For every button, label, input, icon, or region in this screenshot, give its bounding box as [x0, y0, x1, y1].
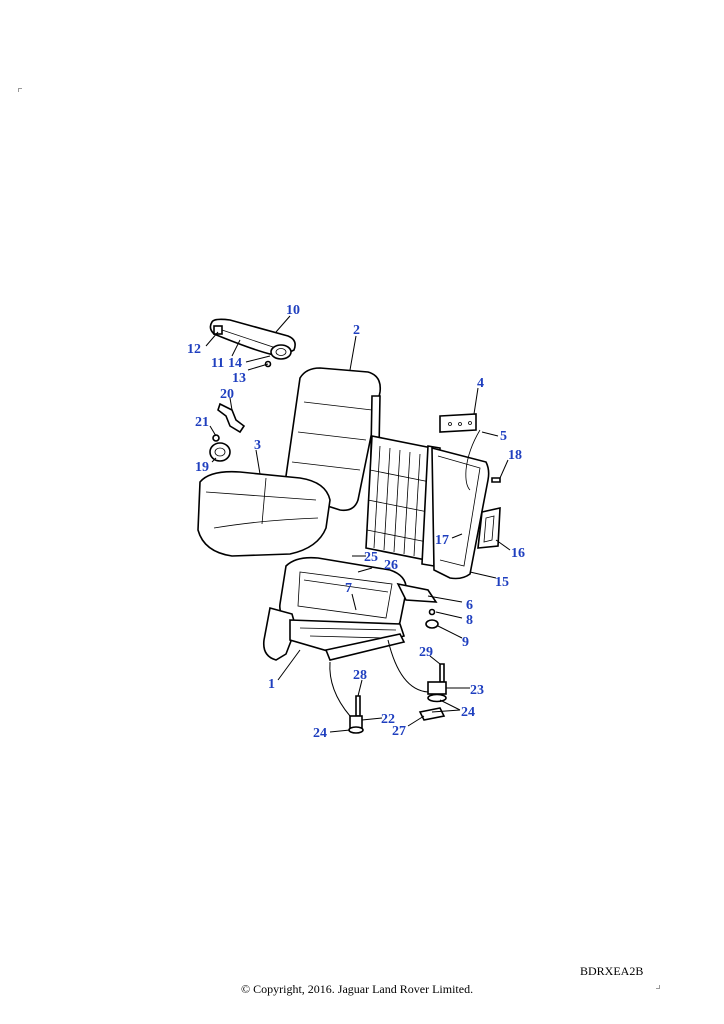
callout-21: 21	[195, 415, 209, 430]
callout-16: 16	[511, 546, 525, 561]
callout-labels: 10 2 12 11 14 13 20 4 21 3 5 19 18 17 16…	[187, 303, 525, 741]
callout-26: 26	[384, 558, 398, 573]
callout-3: 3	[254, 438, 261, 453]
seat-cushion-part	[197, 470, 331, 557]
rear-panel-part	[431, 446, 501, 580]
label-plate-part	[439, 413, 501, 491]
back-frame-part	[365, 435, 441, 567]
trim-panel-part	[396, 582, 439, 629]
corner-mark-bottom-right	[656, 985, 660, 989]
callout-1: 1	[268, 677, 275, 692]
callout-27: 27	[392, 724, 406, 739]
callout-25: 25	[364, 550, 378, 565]
callout-8: 8	[466, 613, 473, 628]
callout-18: 18	[508, 448, 522, 463]
callout-22: 22	[381, 712, 395, 727]
callout-6: 6	[466, 598, 473, 613]
callout-11: 11	[211, 356, 224, 371]
callout-24-left: 24	[313, 726, 327, 741]
callout-12: 12	[187, 342, 201, 357]
armrest-part	[209, 318, 296, 368]
callout-28: 28	[353, 668, 367, 683]
diagram-reference-code: BDRXEA2B	[580, 964, 644, 978]
seat-base-frame-part	[262, 556, 407, 661]
callout-17: 17	[435, 533, 449, 548]
recline-bracket-part	[209, 402, 246, 462]
corner-mark-top-left	[18, 88, 22, 92]
callout-13: 13	[232, 371, 246, 386]
callout-29: 29	[419, 645, 433, 660]
callout-20: 20	[220, 387, 234, 402]
copyright-notice: © Copyright, 2016. Jaguar Land Rover Lim…	[241, 982, 474, 996]
callout-23: 23	[470, 683, 484, 698]
callout-10: 10	[286, 303, 300, 318]
callout-14: 14	[228, 356, 242, 371]
callout-4: 4	[477, 376, 484, 391]
mounting-parts	[348, 663, 447, 734]
callout-9: 9	[462, 635, 469, 650]
leader-lines	[205, 315, 511, 733]
callout-15: 15	[495, 575, 509, 590]
callout-7: 7	[345, 581, 352, 596]
callout-19: 19	[195, 460, 209, 475]
callout-24-right: 24	[461, 705, 475, 720]
callout-2: 2	[353, 323, 360, 338]
callout-5: 5	[500, 429, 507, 444]
